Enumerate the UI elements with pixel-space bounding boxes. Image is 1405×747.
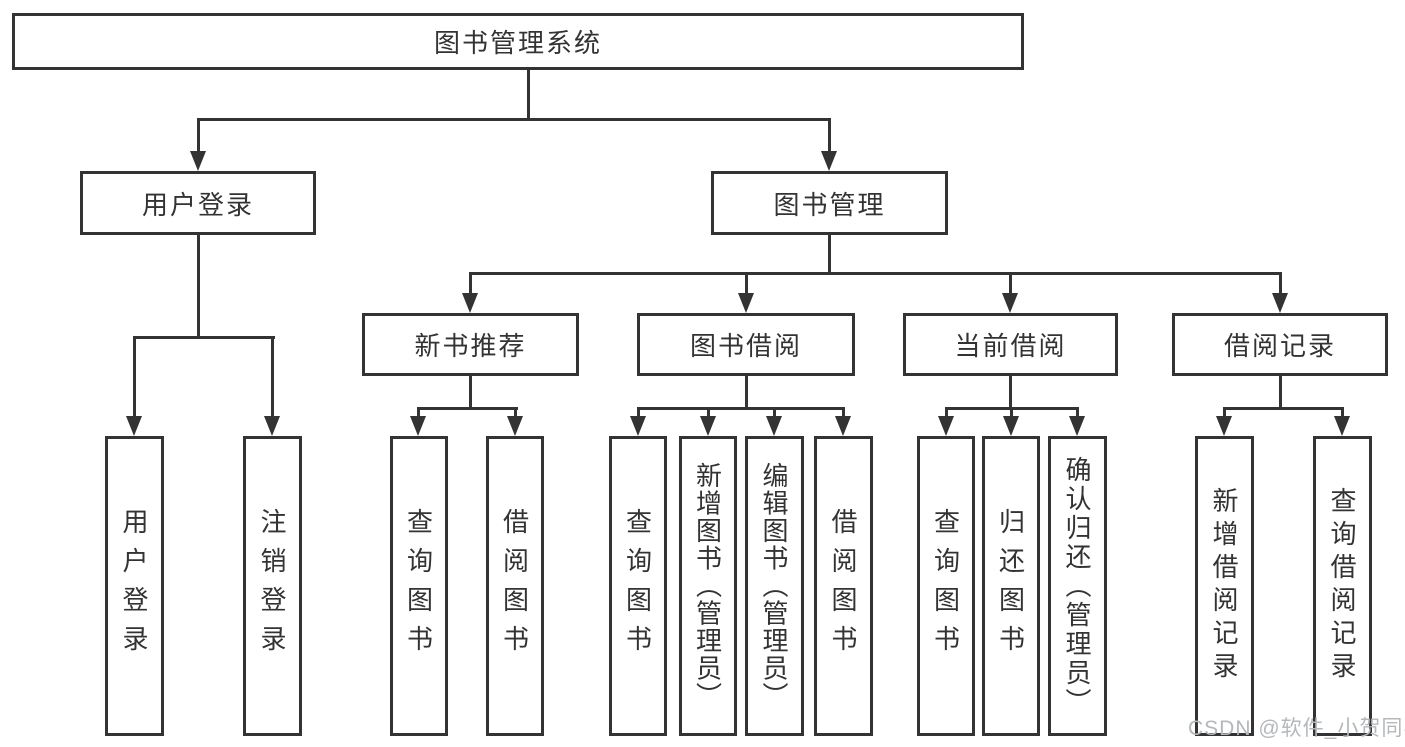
arrowhead-bb-add bbox=[700, 416, 716, 436]
connector-drop-new-book-rec bbox=[469, 272, 472, 295]
connector-current-borrow-stem bbox=[1009, 376, 1012, 410]
connector-borrow-records-bus bbox=[1223, 407, 1344, 410]
leaf-newbook-query-label: 查询图书 bbox=[403, 508, 434, 664]
arrowhead-borrow-records bbox=[1272, 293, 1288, 313]
leaf-borrow-add-label: 新增图书（管理员） bbox=[692, 462, 723, 710]
connector-drop-leaf-user-login bbox=[133, 336, 136, 418]
node-book-mgmt-label: 图书管理 bbox=[773, 189, 886, 220]
node-root-label: 图书管理系统 bbox=[433, 28, 602, 58]
leaf-newbook-borrow: 借阅图书 bbox=[486, 436, 544, 736]
arrowhead-book-borrow bbox=[738, 293, 754, 313]
leaf-current-return: 归还图书 bbox=[982, 436, 1040, 736]
leaf-user-login-label: 用户登录 bbox=[119, 508, 149, 664]
leaf-current-query: 查询图书 bbox=[917, 436, 975, 736]
arrowhead-user-login bbox=[190, 151, 206, 171]
connector-root-stem bbox=[527, 69, 530, 121]
arrowhead-br-query bbox=[1334, 416, 1350, 436]
leaf-records-add-label: 新增借阅记录 bbox=[1209, 487, 1239, 685]
arrowhead-cb-confirm bbox=[1069, 416, 1085, 436]
arrowhead-nb-query bbox=[410, 416, 426, 436]
connector-new-book-bus bbox=[417, 407, 518, 410]
leaf-borrow-query-label: 查询图书 bbox=[622, 508, 653, 664]
connector-drop-book-borrow bbox=[745, 272, 748, 295]
node-book-mgmt: 图书管理 bbox=[711, 171, 948, 235]
arrowhead-bb-borrow bbox=[835, 416, 851, 436]
leaf-borrow-edit-label: 编辑图书（管理员） bbox=[759, 462, 789, 710]
connector-book-borrow-stem bbox=[745, 376, 748, 410]
leaf-current-confirm-label: 确认归还（管理员） bbox=[1062, 455, 1092, 717]
leaf-current-return-label: 归还图书 bbox=[995, 508, 1026, 664]
arrowhead-book-mgmt bbox=[821, 151, 837, 171]
connector-drop-br-query bbox=[1341, 407, 1344, 419]
arrowhead-leaf-logout bbox=[264, 416, 280, 436]
connector-drop-current-borrow bbox=[1009, 272, 1012, 295]
leaf-borrow-add: 新增图书（管理员） bbox=[679, 436, 737, 736]
arrowhead-current-borrow bbox=[1002, 293, 1018, 313]
node-user-login-label: 用户登录 bbox=[141, 189, 254, 220]
connector-drop-nb-query bbox=[417, 407, 420, 419]
arrowhead-br-add bbox=[1216, 416, 1232, 436]
connector-drop-br-add bbox=[1223, 407, 1226, 419]
connector-book-borrow-bus bbox=[637, 407, 845, 410]
connector-new-book-stem bbox=[469, 376, 472, 410]
arrowhead-nb-borrow bbox=[507, 416, 523, 436]
connector-drop-nb-borrow bbox=[514, 407, 517, 419]
leaf-logout-label: 注销登录 bbox=[257, 508, 287, 664]
node-book-borrow-label: 图书借阅 bbox=[689, 331, 802, 361]
connector-drop-cb-query bbox=[945, 407, 948, 419]
connector-user-login-bus bbox=[133, 336, 275, 339]
node-new-book-rec-label: 新书推荐 bbox=[414, 331, 527, 361]
connector-drop-leaf-logout bbox=[271, 336, 274, 418]
arrowhead-leaf-user-login bbox=[126, 416, 142, 436]
node-borrow-records-label: 借阅记录 bbox=[1223, 331, 1336, 361]
arrowhead-new-book-rec bbox=[462, 293, 478, 313]
connector-drop-bb-add bbox=[707, 407, 710, 419]
leaf-newbook-borrow-label: 借阅图书 bbox=[499, 508, 530, 664]
connector-drop-cb-confirm bbox=[1076, 407, 1079, 419]
leaf-logout: 注销登录 bbox=[243, 436, 302, 736]
leaf-records-add: 新增借阅记录 bbox=[1195, 436, 1254, 736]
node-current-borrow-label: 当前借阅 bbox=[954, 331, 1067, 361]
connector-drop-bb-query bbox=[637, 407, 640, 419]
leaf-borrow-borrow: 借阅图书 bbox=[814, 436, 873, 736]
node-book-borrow: 图书借阅 bbox=[637, 313, 855, 376]
leaf-records-query-label: 查询借阅记录 bbox=[1327, 487, 1357, 685]
node-user-login: 用户登录 bbox=[80, 171, 316, 235]
watermark: CSDN @软件_小贺同学 bbox=[1188, 717, 1405, 740]
connector-level2-bus bbox=[197, 118, 831, 121]
leaf-current-confirm: 确认归还（管理员） bbox=[1048, 436, 1107, 736]
leaf-borrow-edit: 编辑图书（管理员） bbox=[745, 436, 804, 736]
connector-drop-cb-return bbox=[1010, 407, 1013, 419]
leaf-records-query: 查询借阅记录 bbox=[1313, 436, 1372, 736]
node-current-borrow: 当前借阅 bbox=[903, 313, 1118, 376]
leaf-borrow-borrow-label: 借阅图书 bbox=[828, 508, 858, 664]
node-new-book-rec: 新书推荐 bbox=[362, 313, 579, 376]
arrowhead-bb-edit bbox=[766, 416, 782, 436]
arrowhead-cb-return bbox=[1003, 416, 1019, 436]
connector-drop-user-login bbox=[197, 118, 200, 153]
connector-drop-bb-borrow bbox=[842, 407, 845, 419]
leaf-newbook-query: 查询图书 bbox=[390, 436, 448, 736]
arrowhead-cb-query bbox=[938, 416, 954, 436]
connector-level3-bus bbox=[469, 272, 1282, 275]
leaf-borrow-query: 查询图书 bbox=[609, 436, 667, 736]
connector-borrow-records-stem bbox=[1279, 376, 1282, 410]
node-root: 图书管理系统 bbox=[12, 13, 1024, 70]
leaf-user-login: 用户登录 bbox=[105, 436, 164, 736]
connector-user-login-stem bbox=[197, 235, 200, 339]
leaf-current-query-label: 查询图书 bbox=[930, 508, 961, 664]
connector-drop-borrow-records bbox=[1279, 272, 1282, 295]
connector-book-mgmt-stem bbox=[828, 235, 831, 275]
node-borrow-records: 借阅记录 bbox=[1172, 313, 1388, 376]
connector-drop-bb-edit bbox=[773, 407, 776, 419]
arrowhead-bb-query bbox=[630, 416, 646, 436]
connector-drop-book-mgmt bbox=[828, 118, 831, 153]
